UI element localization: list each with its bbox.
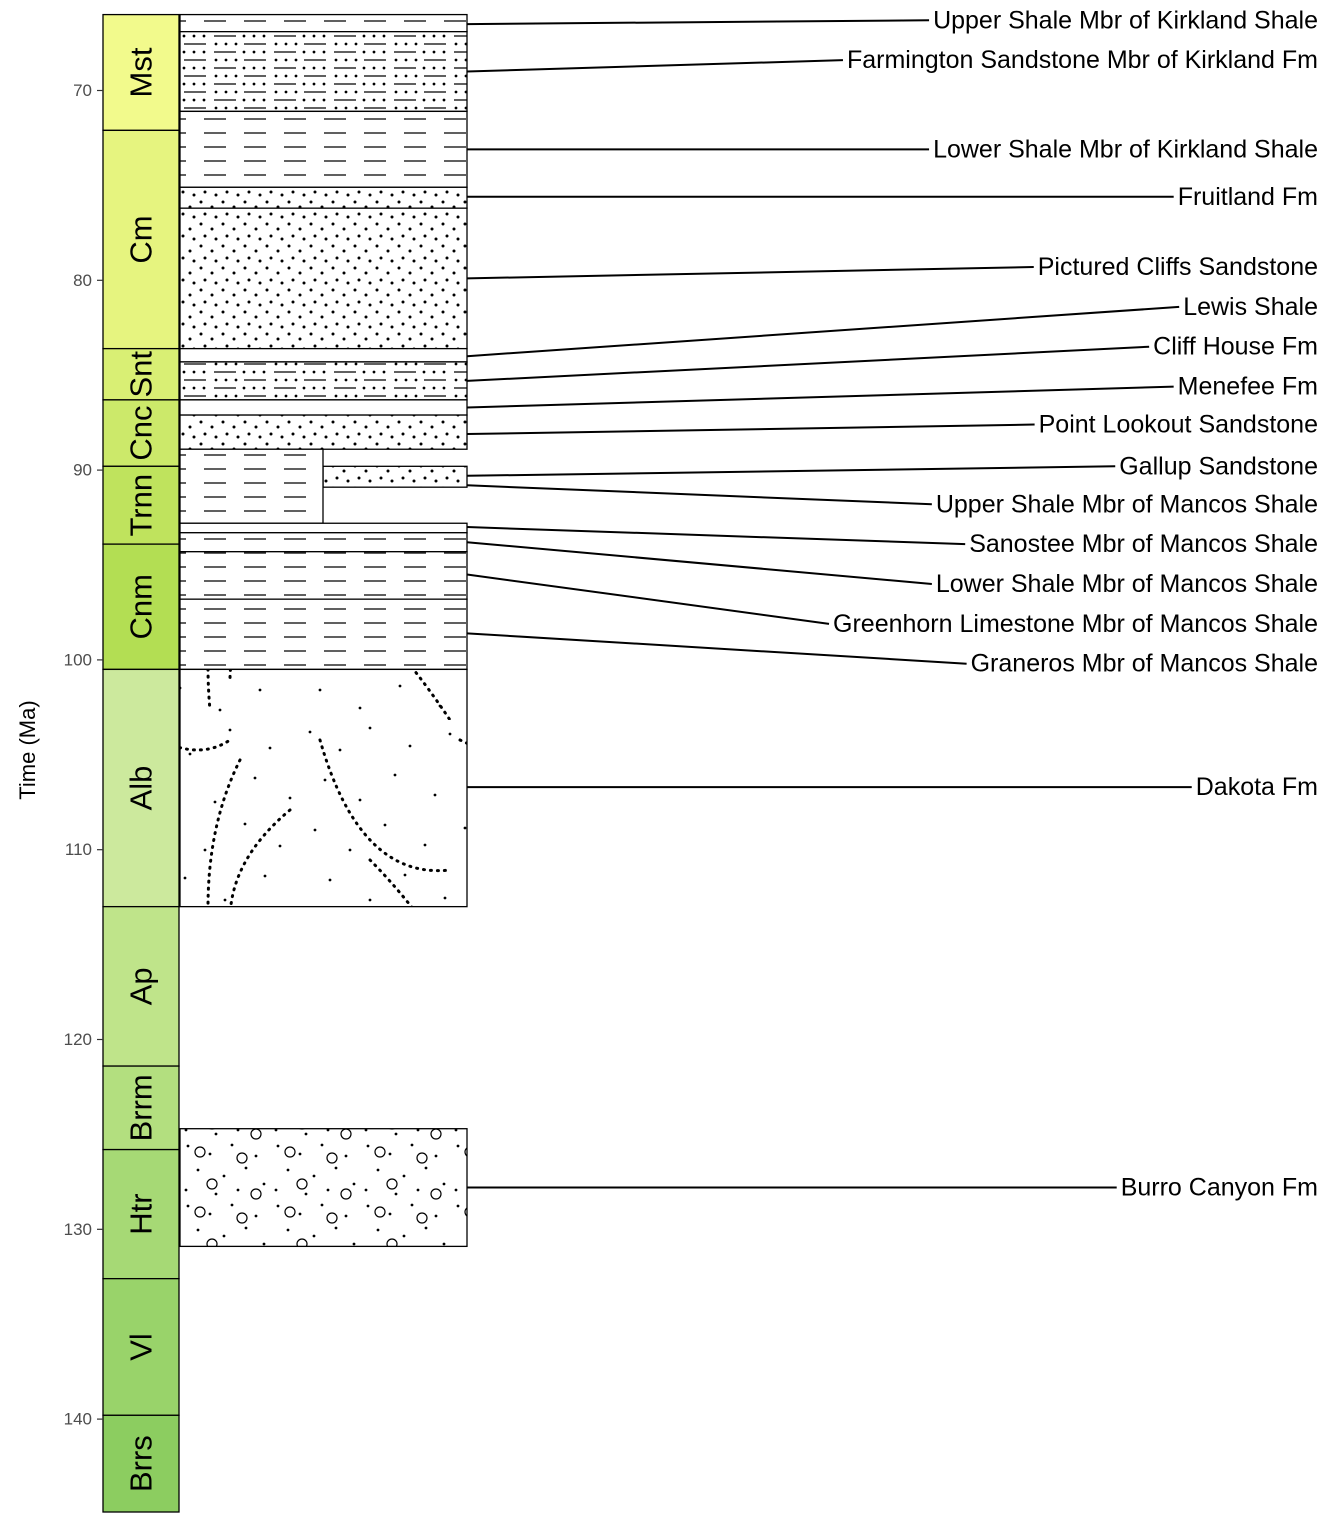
y-tick-label-100: 100	[64, 650, 92, 669]
leader-line-pictured-cliffs-sandstone	[466, 266, 1034, 280]
stage-box-cm	[102, 129, 180, 350]
stage-label-ap: Ap	[124, 967, 159, 1005]
unit-box-lower-shale-mbr-of-kirkland-shale	[179, 110, 468, 188]
leader-line-lewis-shale	[466, 305, 1180, 358]
unit-box-gallup-sandstone	[322, 465, 468, 488]
unit-label-graneros-mbr-of-mancos-shale: Graneros Mbr of Mancos Shale	[971, 650, 1318, 678]
unit-box-dakota-fm	[179, 668, 468, 908]
unit-label-lower-shale-mbr-of-mancos-shale: Lower Shale Mbr of Mancos Shale	[936, 570, 1318, 598]
y-axis: 70 80 90 100 110 120 130 140	[64, 81, 103, 1429]
unit-label-lower-shale-mbr-of-kirkland-shale: Lower Shale Mbr of Kirkland Shale	[933, 135, 1318, 163]
leader-lines	[466, 19, 1192, 1189]
y-axis-title: Time (Ma)	[15, 700, 40, 799]
unit-label-pictured-cliffs-sandstone: Pictured Cliffs Sandstone	[1038, 253, 1318, 281]
leader-line-menefee-fm	[466, 385, 1174, 409]
unit-label-greenhorn-limestone-mbr-of-mancos-shale: Greenhorn Limestone Mbr of Mancos Shale	[833, 610, 1318, 638]
leader-line-lower-shale-mbr-of-mancos-shale	[466, 541, 932, 585]
unit-box-farmington-sandstone-mbr-of-kirkland-fm	[179, 31, 468, 113]
unit-box-upper-shale-mbr-of-kirkland-shale	[179, 13, 468, 33]
y-tick-label-90: 90	[73, 461, 92, 480]
stage-label-trnn: Trnn	[124, 474, 159, 537]
unit-label-gallup-sandstone: Gallup Sandstone	[1119, 452, 1318, 480]
unit-box-point-lookout-sandstone	[179, 414, 468, 450]
y-tick-label-130: 130	[64, 1220, 92, 1239]
y-tick-label-110: 110	[65, 840, 92, 859]
unit-box-lewis-shale	[179, 347, 468, 363]
stage-label-vl: Vl	[124, 1333, 159, 1361]
leader-line-greenhorn-limestone-mbr-of-mancos-shale	[466, 573, 830, 625]
stage-box-mst	[102, 13, 180, 132]
y-tick-label-80: 80	[73, 271, 92, 290]
unit-box-upper-shale-mbr-of-mancos-shale	[179, 448, 324, 524]
unit-label-farmington-sandstone-mbr-of-kirkland-fm: Farmington Sandstone Mbr of Kirkland Fm	[847, 46, 1318, 74]
leader-line-cliff-house-fm	[466, 345, 1150, 382]
leader-line-upper-shale-mbr-of-mancos-shale	[466, 484, 932, 506]
y-tick-label-70: 70	[73, 81, 92, 100]
unit-label-burro-canyon-fm: Burro Canyon Fm	[1121, 1174, 1318, 1202]
stage-label-alb: Alb	[124, 766, 159, 811]
stage-box-snt	[102, 347, 180, 401]
stage-box-cnm	[102, 543, 180, 671]
unit-label-point-lookout-sandstone: Point Lookout Sandstone	[1039, 411, 1318, 439]
unit-box-cliff-house-fm	[179, 361, 468, 401]
stage-box-cnc	[102, 399, 180, 467]
unit-label-cliff-house-fm: Cliff House Fm	[1153, 333, 1318, 361]
unit-label-sanostee-mbr-of-mancos-shale: Sanostee Mbr of Mancos Shale	[969, 530, 1318, 558]
unit-box-fruitland-fm	[179, 186, 468, 209]
stage-label-cnc: Cnc	[124, 406, 159, 461]
unit-label-upper-shale-mbr-of-mancos-shale: Upper Shale Mbr of Mancos Shale	[936, 490, 1318, 518]
stage-box-ap	[102, 905, 180, 1067]
stage-box-vl	[102, 1277, 180, 1416]
unit-box-greenhorn-limestone-mbr-of-mancos-shale	[179, 551, 468, 600]
leader-line-graneros-mbr-of-mancos-shale	[466, 632, 967, 665]
leader-line-gallup-sandstone	[466, 465, 1116, 477]
unit-label-lewis-shale: Lewis Shale	[1183, 293, 1318, 321]
stage-label-brrs: Brrs	[124, 1435, 159, 1492]
stage-label-brrm: Brrm	[124, 1074, 159, 1141]
unit-box-graneros-mbr-of-mancos-shale	[179, 598, 468, 671]
unit-label-menefee-fm: Menefee Fm	[1178, 373, 1318, 401]
unit-box-sanostee-mbr-of-mancos-shale	[179, 522, 468, 534]
stage-label-cnm: Cnm	[124, 574, 159, 639]
unit-labels: Upper Shale Mbr of Kirkland ShaleFarming…	[833, 6, 1318, 1201]
unit-box-lower-shale-mbr-of-mancos-shale	[179, 532, 468, 553]
leader-line-farmington-sandstone-mbr-of-kirkland-fm	[466, 59, 843, 73]
stage-label-htr: Htr	[124, 1193, 159, 1234]
stage-box-brrs	[102, 1414, 180, 1513]
unit-label-upper-shale-mbr-of-kirkland-shale: Upper Shale Mbr of Kirkland Shale	[933, 6, 1318, 34]
stage-label-cm: Cm	[124, 215, 159, 263]
leader-line-point-lookout-sandstone	[466, 423, 1035, 436]
unit-label-dakota-fm: Dakota Fm	[1196, 773, 1318, 801]
unit-box-burro-canyon-fm	[179, 1128, 468, 1248]
stage-box-htr	[102, 1148, 180, 1280]
y-tick-label-140: 140	[64, 1410, 92, 1429]
unit-box-menefee-fm	[179, 399, 468, 416]
stage-label-mst: Mst	[124, 47, 159, 97]
leader-line-upper-shale-mbr-of-kirkland-shale	[466, 19, 930, 26]
y-tick-label-120: 120	[64, 1030, 92, 1049]
unit-label-fruitland-fm: Fruitland Fm	[1178, 183, 1318, 211]
stage-label-snt: Snt	[124, 351, 159, 398]
unit-box-pictured-cliffs-sandstone	[179, 207, 468, 350]
lithology-units	[179, 13, 468, 1248]
leader-line-sanostee-mbr-of-mancos-shale	[466, 526, 966, 546]
